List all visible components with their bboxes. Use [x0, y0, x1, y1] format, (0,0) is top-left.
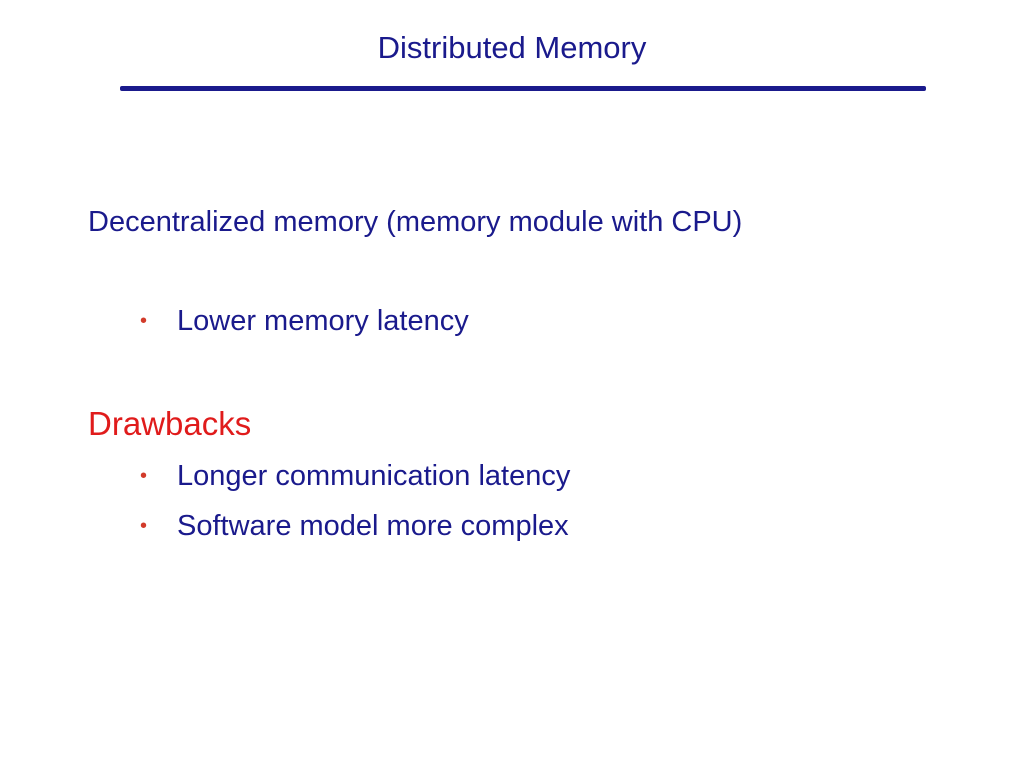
- intro-heading: Decentralized memory (memory module with…: [88, 206, 743, 238]
- bullet-text: Lower memory latency: [177, 305, 469, 337]
- slide-title: Distributed Memory: [377, 30, 647, 65]
- bullet-dot-icon: •: [140, 310, 148, 332]
- bullet-text: Software model more complex: [177, 510, 569, 542]
- title-underline: [120, 86, 926, 91]
- drawbacks-heading: Drawbacks: [88, 405, 252, 442]
- bullet-text: Longer communication latency: [177, 460, 571, 492]
- bullet-dot-icon: •: [140, 515, 148, 537]
- bullet-dot-icon: •: [140, 465, 148, 487]
